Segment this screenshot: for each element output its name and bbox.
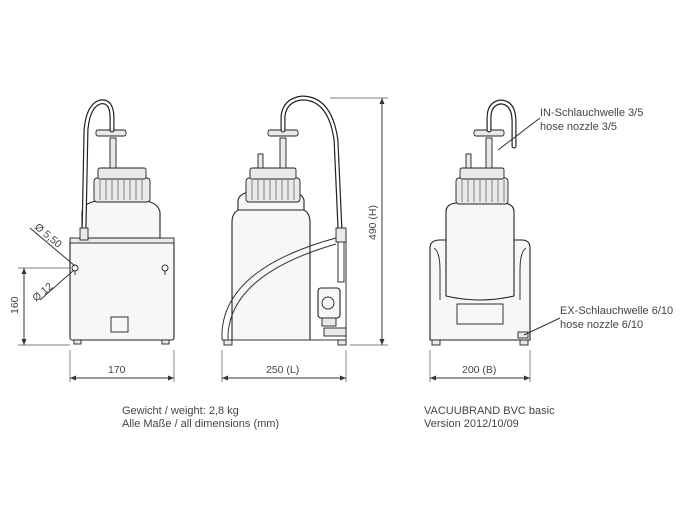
dim-width-200: 200 (B): [462, 364, 496, 376]
in-hose-label-de: IN-Schlauchwelle 3/5: [540, 107, 643, 119]
footer-version: Version 2012/10/09: [424, 418, 519, 430]
dim-dia-small: Ø 5,50: [32, 221, 64, 251]
footer-weight: Gewicht / weight: 2,8 kg: [122, 405, 239, 417]
footer-dimensions-note: Alle Maße / all dimensions (mm): [122, 418, 279, 430]
dim-height-490: 490 (H): [367, 205, 379, 240]
footer-product-name: VACUUBRAND BVC basic: [424, 405, 555, 417]
dim-height-160: 160: [9, 296, 21, 314]
dimension-lines: [18, 97, 561, 382]
dim-length-250: 250 (L): [266, 364, 299, 376]
ex-hose-label-de: EX-Schlauchwelle 6/10: [560, 305, 673, 317]
dim-dia-large: Ø 12: [30, 280, 55, 304]
side-view: [69, 99, 175, 345]
dim-width-170: 170: [108, 364, 126, 376]
front-view: [221, 95, 347, 346]
in-hose-label-en: hose nozzle 3/5: [540, 121, 617, 133]
rear-view: [429, 99, 531, 346]
ex-hose-label-en: hose nozzle 6/10: [560, 319, 643, 331]
